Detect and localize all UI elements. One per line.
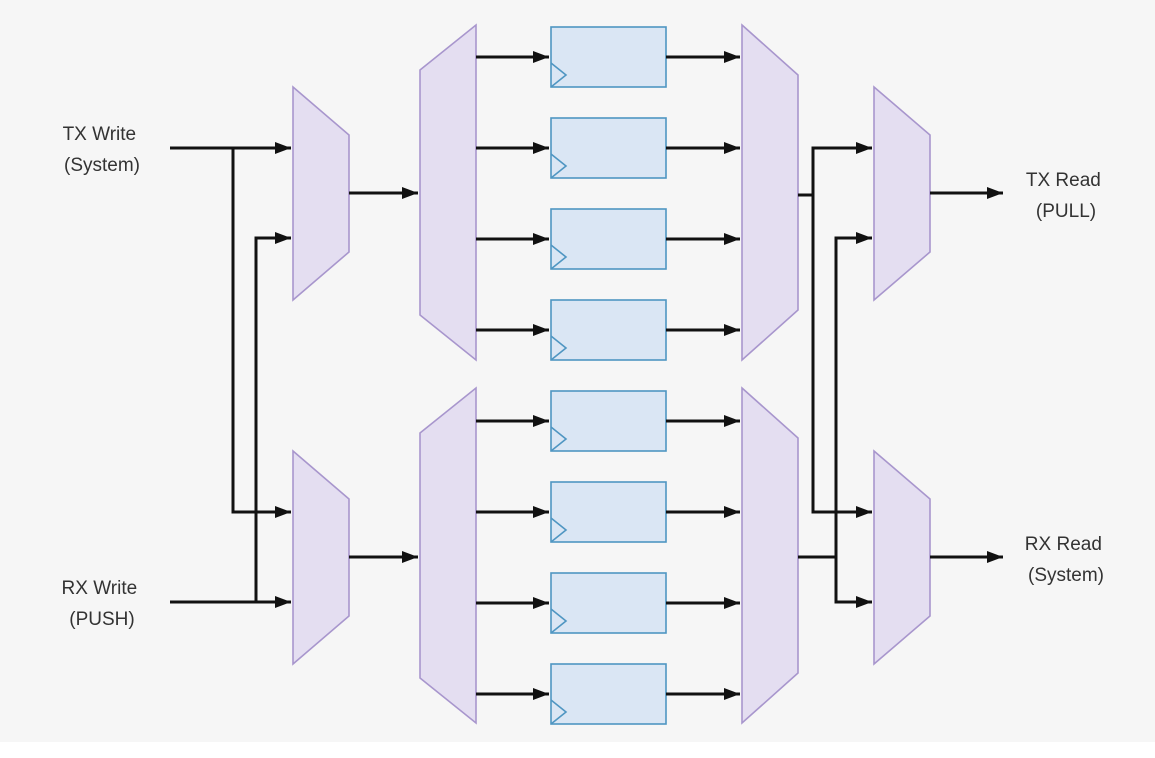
rx-read-label: RX Read (System) [1025,534,1107,586]
tx-merge-mux [741,23,799,362]
input-wiring [170,142,418,608]
tx-write-label: TX Write (System) [63,124,142,176]
register-to-merge-wiring [666,51,740,700]
register-tx-2 [550,208,667,270]
rx-merge-mux [741,386,799,725]
rx-demux [419,386,477,725]
tx-read-mux [873,85,931,302]
tx-write-mux [292,85,350,302]
register-rx-1 [550,481,667,543]
rx-read-mux [873,449,931,666]
register-tx-3 [550,299,667,361]
register-tx-0 [550,26,667,88]
tx-read-label: TX Read (PULL) [1026,170,1106,222]
demux-to-register-wiring [476,51,549,700]
register-tx-1 [550,117,667,179]
tx-demux [419,23,477,362]
register-rx-3 [550,663,667,725]
register-rx-2 [550,572,667,634]
register-rx-0 [550,390,667,452]
output-wiring [798,142,1003,608]
rx-write-mux [292,449,350,666]
rx-write-label: RX Write (PUSH) [62,578,143,630]
